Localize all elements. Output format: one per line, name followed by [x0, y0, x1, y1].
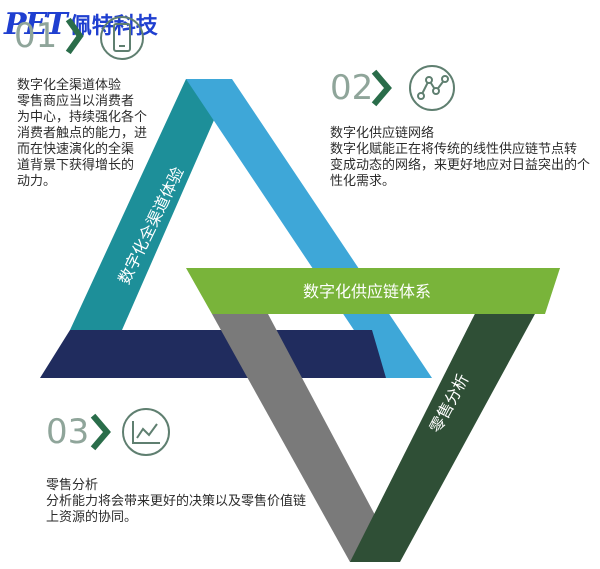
section2-text: 数字化赋能正在将传统的线性供应链节点转 变成动态的网络，来更好地应对日益突出的个… [330, 142, 591, 189]
navy-band [40, 330, 386, 378]
section2-chevron-icon [371, 69, 392, 107]
line-chart-icon [122, 408, 170, 456]
teal-band [70, 79, 232, 330]
network-icon [409, 65, 455, 111]
center-band-label: 数字化供应链体系 [303, 282, 431, 301]
section2-title: 数字化供应链网络 [330, 126, 435, 141]
section1-number: 01 [14, 16, 58, 56]
section3-number: 03 [46, 412, 90, 452]
section1-text: 数字化全渠道体验 零售商应当以消费者 为中心，持续强化各个 消费者触点的能力，进… [17, 78, 148, 189]
section2-block: 数字化供应链网络 数字化赋能正在将传统的线性供应链节点转 变成动态的网络，来更好… [330, 126, 595, 190]
logo-mark: PET [4, 6, 68, 42]
section3-chevron-icon [90, 413, 111, 451]
dark-green-band [350, 268, 560, 562]
gray-band [212, 314, 400, 562]
section1-chevron-icon [65, 17, 84, 55]
section3-block: 零售分析 分析能力将会带来更好的决策以及零售价值链 上资源的协同。 [46, 478, 346, 526]
section2-number: 02 [330, 68, 374, 108]
section3-title: 零售分析 [46, 478, 99, 493]
green-band [186, 268, 560, 314]
smartphone-icon [100, 16, 144, 60]
section3-text: 分析能力将会带来更好的决策以及零售价值链 上资源的协同。 [46, 494, 307, 525]
